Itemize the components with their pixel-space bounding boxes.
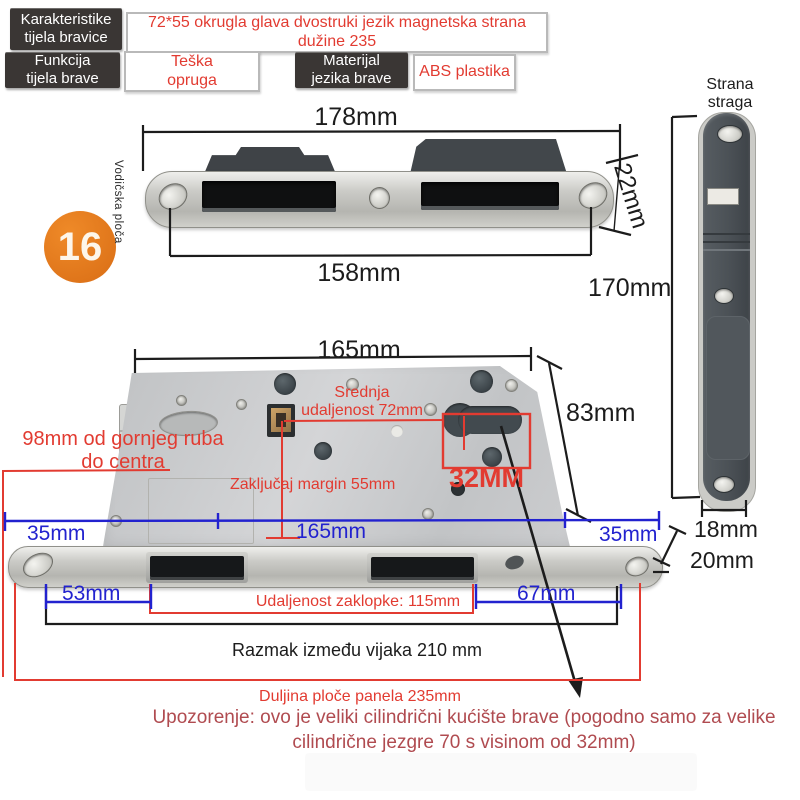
top-offset-label: 98mm od gornjeg ruba do centra	[22, 428, 224, 473]
back-length-label: 170mm	[588, 274, 672, 302]
back-width-label: 18mm	[694, 516, 758, 542]
faceplate-body-width-label: 165mm	[296, 520, 367, 543]
screw	[346, 378, 359, 391]
strike-window-left	[202, 181, 336, 212]
screw-distance-label: Razmak između vijaka 210 mm	[231, 640, 483, 660]
strike-width-label: 178mm	[314, 103, 398, 131]
cylinder-size-label: 32MM	[449, 463, 525, 493]
screw	[424, 403, 437, 416]
strike-window-right	[421, 182, 559, 210]
panel-length-label: Duljina ploče panela 235mm	[259, 688, 461, 705]
spindle-slot	[276, 413, 286, 427]
body-pin	[391, 425, 403, 437]
body-width-label: 165mm	[317, 336, 401, 364]
spec-value-text: ABS plastika	[419, 63, 510, 81]
bar-groove	[703, 249, 750, 251]
spec-value-characteristics: 72*55 okrugla glava dvostruki jezik magn…	[126, 12, 548, 53]
faceplate-left-margin-label: 35mm	[27, 522, 86, 545]
spec-label-text: Materijal jezika brave	[311, 52, 392, 87]
back-plate-hole-middle	[714, 288, 734, 304]
faceplate-latch-left	[146, 552, 248, 583]
latch-housing-right	[410, 139, 567, 174]
warning-text: Upozorenje: ovo je veliki cilindrični ku…	[152, 707, 776, 753]
strike-height-label: 22mm	[608, 160, 654, 232]
body-hole	[314, 442, 332, 460]
body-hole	[274, 373, 296, 395]
back-plate-hole-bottom	[713, 476, 735, 493]
spec-value-text: 72*55 okrugla glava dvostruki jezik magn…	[148, 14, 526, 50]
body-hole	[470, 370, 493, 393]
spindle-hole	[267, 404, 295, 437]
latch-distance-label: Udaljenost zaklopke: 115mm	[255, 593, 461, 610]
latch-opening	[371, 557, 474, 580]
screw	[176, 395, 187, 406]
spec-label-text: Karakteristike tijela bravice	[20, 11, 112, 46]
spec-label-text: Funkcija tijela brave	[26, 52, 99, 87]
spec-label-function: Funkcija tijela brave	[5, 52, 120, 88]
faded-watermark-box	[305, 753, 697, 791]
strike-holes-label: 158mm	[317, 259, 401, 287]
center-distance-label: Srednja udaljenost 72mm	[301, 384, 423, 420]
screw	[236, 399, 247, 410]
spec-label-material: Materijal jezika brave	[295, 52, 408, 88]
strike-screw-hole-center	[369, 187, 390, 209]
screw	[110, 515, 122, 527]
number-badge: 16	[44, 211, 116, 283]
cylinder-hole-bar	[458, 406, 522, 434]
badge-number: 16	[57, 224, 103, 269]
screw	[422, 508, 434, 520]
lock-margin-label: Zaključaj margin 55mm	[230, 476, 396, 493]
spec-value-material: ABS plastika	[413, 54, 516, 91]
faceplate-latch-right	[367, 553, 478, 583]
faceplate-right-offset-label: 67mm	[517, 582, 576, 605]
spindle-follower	[271, 408, 291, 432]
bar-groove	[703, 241, 750, 243]
latch-opening	[150, 556, 244, 580]
latch-housing-left	[204, 147, 336, 174]
faceplate-right-margin-label: 35mm	[599, 523, 658, 546]
spec-value-function: Teška opruga	[124, 51, 260, 92]
strike-side-label: Vodičska ploča	[112, 160, 124, 244]
spec-value-text: Teška opruga	[167, 53, 217, 89]
back-plate-title: Strana straga	[706, 76, 754, 112]
plate-thickness-label: 20mm	[690, 547, 754, 573]
spec-label-characteristics: Karakteristike tijela bravice	[10, 8, 122, 50]
magnet-window	[707, 188, 739, 205]
body-hole	[451, 482, 465, 496]
back-plate-hole-top	[717, 125, 743, 143]
arrowhead	[568, 677, 583, 698]
bar-groove	[703, 233, 750, 235]
bar-inner-panel	[706, 316, 750, 460]
screw	[505, 379, 518, 392]
faceplate-left-offset-label: 53mm	[62, 582, 121, 605]
spring-cover-seam	[148, 478, 254, 544]
body-height-label: 83mm	[566, 399, 636, 427]
